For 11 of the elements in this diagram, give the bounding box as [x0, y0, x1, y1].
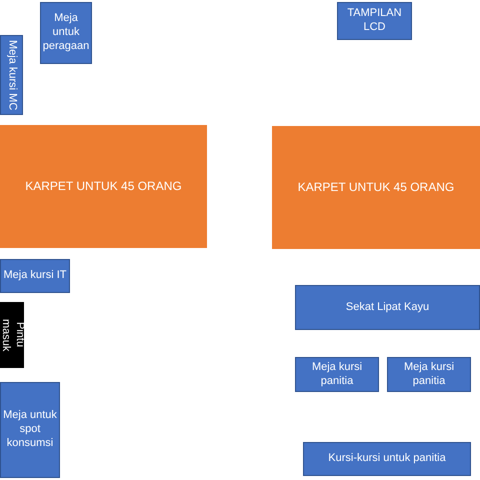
table: Meja untuk peragaan	[40, 2, 92, 64]
table: Meja kursi IT	[0, 259, 70, 293]
table: Meja kursi panitia	[387, 357, 471, 392]
partition: Sekat Lipat Kayu	[295, 285, 480, 330]
carpet-area: KARPET UNTUK 45 ORANG	[272, 126, 480, 249]
table: Meja untuk spot konsumsi	[0, 382, 60, 478]
chair-area: Kursi-kursi untuk panitia	[303, 442, 471, 476]
carpet-area: KARPET UNTUK 45 ORANG	[0, 125, 207, 248]
table: Meja kursi panitia	[295, 357, 379, 392]
lcd-screen: TAMPILAN LCD	[337, 2, 412, 40]
table: Meja kursi MC	[0, 35, 23, 115]
